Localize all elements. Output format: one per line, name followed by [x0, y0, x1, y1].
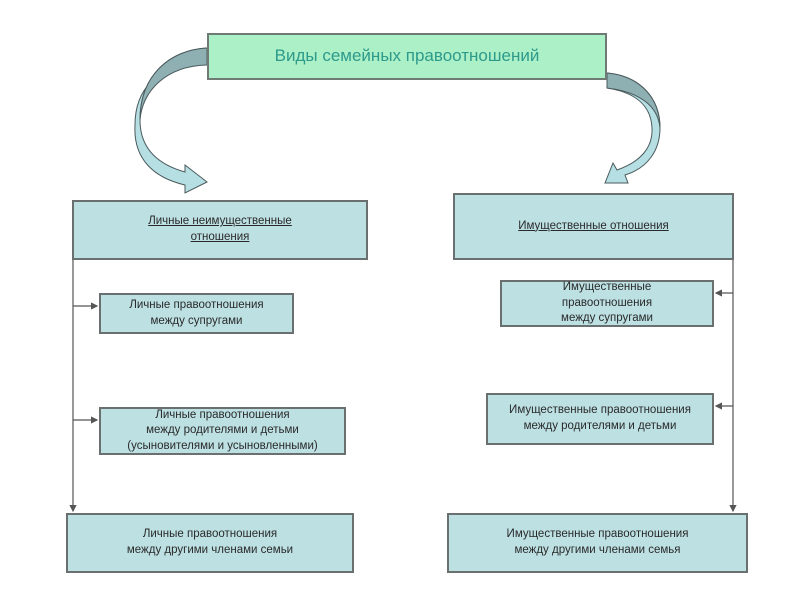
property-parents-children-box: Имущественные правоотношения между родит… [486, 393, 714, 445]
property-other-members-box: Имущественные правоотношения между други… [447, 513, 748, 573]
property-other-members-text: Имущественные правоотношения между други… [506, 528, 689, 556]
diagram-title-text: Виды семейных правоотношений [274, 46, 540, 66]
curved-arrow-left-icon [134, 47, 208, 194]
personal-parents-children-box: Личные правоотношения между родителями и… [99, 407, 346, 455]
property-spouses-text: Имущественные правоотношения между супру… [561, 281, 653, 325]
personal-other-members-text: Личные правоотношения между другими член… [126, 528, 294, 556]
diagram-title: Виды семейных правоотношений [207, 33, 607, 80]
property-spouses-box: Имущественные правоотношения между супру… [500, 280, 714, 327]
personal-other-members-box: Личные правоотношения между другими член… [66, 513, 354, 573]
personal-relations-heading: Личные неимущественные отношения [148, 215, 292, 243]
property-parents-children-text: Имущественные правоотношения между родит… [509, 404, 691, 432]
personal-parents-children-text: Личные правоотношения между родителями и… [127, 408, 318, 452]
property-relations-heading-box: Имущественные отношения [453, 193, 734, 260]
personal-relations-heading-box: Личные неимущественные отношения [72, 200, 368, 260]
personal-spouses-box: Личные правоотношения между супругами [99, 293, 294, 334]
property-relations-heading: Имущественные отношения [518, 219, 669, 232]
curved-arrow-right-icon [604, 72, 661, 184]
personal-spouses-text: Личные правоотношения между супругами [129, 298, 264, 327]
